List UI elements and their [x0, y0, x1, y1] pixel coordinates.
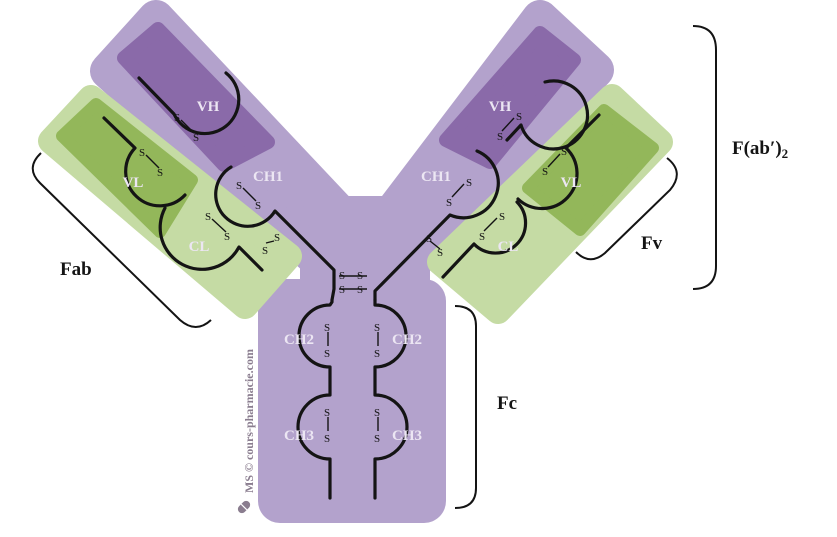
fv-brace — [575, 157, 678, 261]
vh-left-label: VH — [197, 99, 220, 115]
s-atom: S — [174, 112, 180, 124]
s-atom: S — [561, 146, 567, 158]
s-atom: S — [374, 348, 380, 360]
s-atom: S — [205, 211, 211, 223]
s-atom: S — [357, 270, 363, 282]
fc-brace — [454, 305, 477, 509]
s-atom: S — [157, 167, 163, 179]
s-atom: S — [374, 407, 380, 419]
s-atom: S — [499, 211, 505, 223]
light-chain-left — [102, 116, 264, 272]
s-atom: S — [274, 232, 280, 244]
s-atom: S — [324, 322, 330, 334]
disulfide-sulfur-atoms: S S S S S S S S S S S S S S S S S S S S … — [139, 111, 567, 445]
s-atom: S — [139, 147, 145, 159]
s-atom: S — [255, 200, 261, 212]
fc-chain-left — [296, 298, 334, 500]
s-atom: S — [374, 433, 380, 445]
vl-left-label: VL — [123, 175, 144, 191]
s-atom: S — [466, 177, 472, 189]
fc-chain-right — [373, 298, 409, 500]
fv-label: Fv — [641, 233, 663, 254]
watermark: MS © cours-pharmacie.com — [237, 349, 256, 514]
domain-labels: VH VH CH1 CH1 VL VL CL CL CH2 CH2 CH3 CH… — [123, 99, 582, 444]
light-chain-right-region — [427, 84, 673, 324]
disulfide-bond-lines — [145, 117, 561, 431]
vh-right-label: VH — [489, 99, 512, 115]
s-atom: S — [374, 322, 380, 334]
fragment-labels: Fab F(ab′)2 Fv Fc — [60, 138, 788, 414]
s-atom: S — [446, 197, 452, 209]
ch3-left-label: CH3 — [284, 428, 314, 444]
s-atom: S — [224, 231, 230, 243]
s-atom: S — [324, 348, 330, 360]
watermark-text: MS © cours-pharmacie.com — [242, 349, 256, 493]
fab2-label: F(ab′)2 — [732, 138, 788, 161]
pill-logo-icon — [237, 500, 251, 514]
fragment-braces — [31, 25, 717, 509]
s-atom: S — [339, 284, 345, 296]
fab2-subscript: 2 — [782, 146, 789, 161]
s-atom: S — [497, 131, 503, 143]
fab-label: Fab — [60, 259, 92, 280]
cl-right-label: CL — [498, 239, 519, 255]
ch2-right-label: CH2 — [392, 332, 422, 348]
ch3-right-label: CH3 — [392, 428, 422, 444]
s-atom: S — [324, 407, 330, 419]
ch1-right-label: CH1 — [421, 169, 451, 185]
cl-left-label: CL — [189, 239, 210, 255]
light-chain-right — [441, 113, 601, 279]
ch2-left-label: CH2 — [284, 332, 314, 348]
heavy-chain-left — [137, 71, 336, 302]
s-atom: S — [516, 111, 522, 123]
s-atom: S — [193, 132, 199, 144]
s-atom: S — [262, 245, 268, 257]
s-atom: S — [236, 180, 242, 192]
s-atom: S — [479, 231, 485, 243]
fab-brace — [31, 152, 212, 328]
s-atom: S — [426, 233, 432, 245]
vl-right-label: VL — [561, 175, 582, 191]
ch1-left-label: CH1 — [253, 169, 283, 185]
fc-label: Fc — [497, 393, 517, 414]
fab2-brace — [692, 25, 717, 290]
s-atom: S — [542, 166, 548, 178]
s-atom: S — [437, 247, 443, 259]
s-atom: S — [339, 270, 345, 282]
s-atom: S — [357, 284, 363, 296]
s-atom: S — [324, 433, 330, 445]
